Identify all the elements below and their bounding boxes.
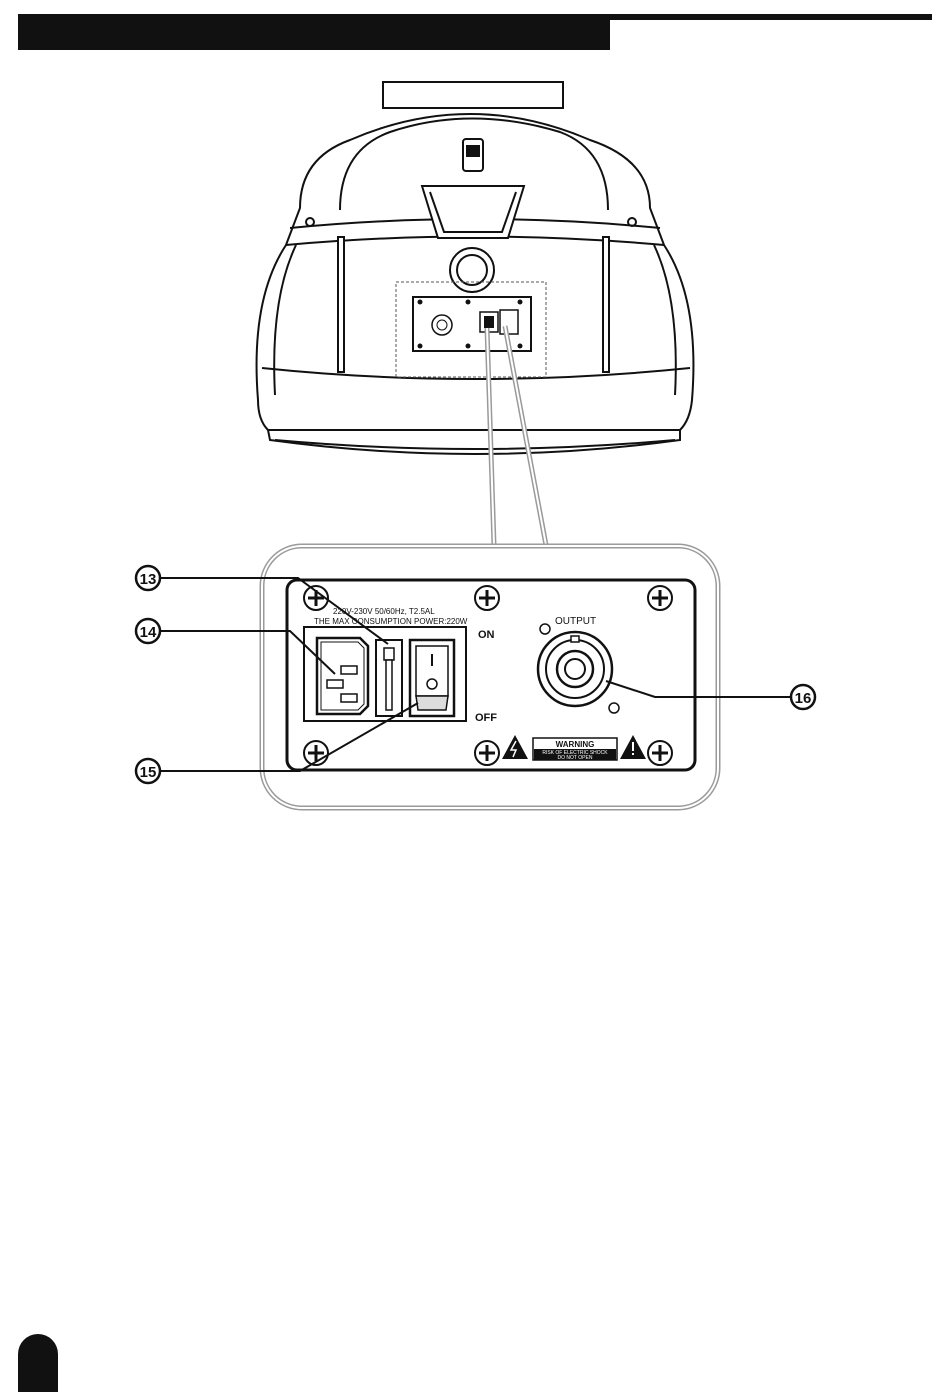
callout-14-label: 14 bbox=[140, 624, 157, 641]
speaker-body bbox=[257, 82, 694, 454]
output-label: OUTPUT bbox=[555, 616, 596, 627]
warning-title: WARNING bbox=[556, 740, 595, 749]
warning-line-2: DO NOT OPEN bbox=[558, 755, 593, 761]
switch-on-label: ON bbox=[478, 629, 495, 641]
callout-16-label: 16 bbox=[795, 690, 812, 707]
page-tab bbox=[18, 1334, 58, 1392]
callout-13-label: 13 bbox=[140, 571, 157, 588]
switch-off-label: OFF bbox=[475, 712, 497, 724]
callout-15-label: 15 bbox=[140, 764, 157, 781]
speakon-output-connector bbox=[538, 632, 612, 706]
spec-line-2: THE MAX CONSUMPTION POWER:220W bbox=[314, 617, 468, 626]
